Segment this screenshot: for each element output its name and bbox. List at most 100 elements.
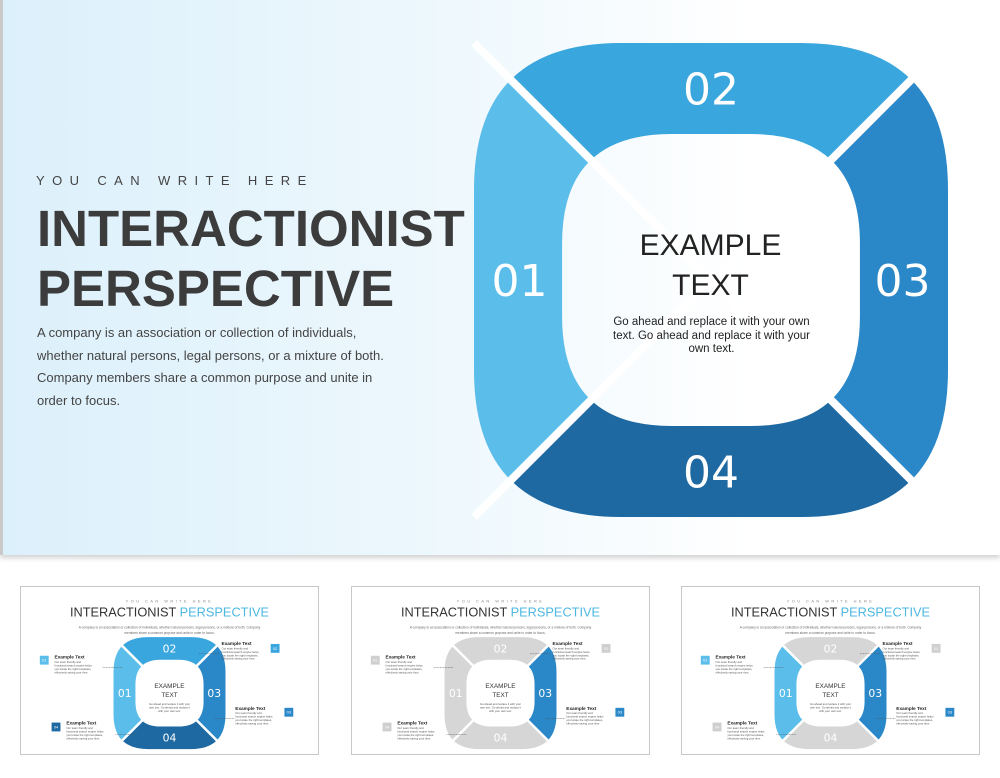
thumb-item-body: Our team friendly and	[896, 711, 923, 715]
thumb-item-body: you locate the right templates,	[727, 733, 764, 737]
thumb-item-body: functional search engine helps	[566, 715, 604, 719]
thumb-item-body: functional search engine helps	[235, 715, 273, 719]
diagram-center-title: EXAMPLE TEXT	[603, 226, 818, 306]
thumb-item-title: Example Text	[222, 641, 252, 646]
segment-divider	[773, 636, 888, 750]
segment-label-03: 03	[875, 256, 931, 307]
thumb-item-badge-label: 03	[948, 710, 952, 715]
segment-label-03: 03	[207, 687, 221, 700]
thumb-center-title-2: TEXT	[492, 692, 508, 699]
thumb-center-title-2: TEXT	[161, 692, 177, 699]
thumb-item-badge	[382, 722, 392, 732]
thumb-item-body: Our team friendly and	[386, 660, 413, 664]
thumb-item-body: effectively saving your time.	[222, 657, 256, 661]
thumb-item-title: Example Text	[716, 655, 746, 660]
thumb-center-title-1: EXAMPLE	[485, 683, 515, 690]
thumb-desc-line2: members share a common purpose and unite…	[124, 631, 214, 635]
thumb-center-body: Go ahead and replace it with your	[149, 702, 190, 706]
thumb-item-body: effectively saving your time.	[883, 657, 917, 661]
thumb-center-body: own text. Go ahead and replace it	[480, 705, 521, 709]
thumb-title-dark: INTERACTIONIST	[731, 604, 841, 619]
thumb-desc-line1: A company is an association or collectio…	[740, 625, 922, 629]
thumb-item-badge-label: 02	[604, 646, 608, 651]
thumb-item-body: Our team friendly and	[235, 711, 262, 715]
thumb-center-title-2: TEXT	[822, 692, 838, 699]
thumb-item-body: you locate the right templates,	[222, 653, 259, 657]
thumb-item-body: functional search engine helps	[883, 650, 921, 654]
thumb-item-body: effectively saving your time.	[235, 722, 269, 726]
thumb-item-body: functional search engine helps	[716, 664, 754, 668]
thumb-item-badge	[270, 643, 280, 653]
segment-label-01: 01	[492, 256, 548, 307]
thumb-center-title-1: EXAMPLE	[154, 683, 184, 690]
thumb-item-body: you locate the right templates,	[66, 733, 103, 737]
thumb-item-body: you locate the right templates,	[386, 667, 423, 671]
thumb-center-title-1: EXAMPLE	[815, 683, 845, 690]
thumb-item-body: you locate the right templates,	[883, 653, 920, 657]
thumb-center-body: with your own text.	[158, 709, 181, 713]
thumb-item-body: functional search engine helps	[896, 715, 934, 719]
thumb-desc-line2: members share a common purpose and unite…	[785, 631, 875, 635]
segment-label-02: 02	[163, 642, 177, 655]
thumb-item-badge-label: 02	[934, 646, 938, 651]
thumb-item-title: Example Text	[566, 706, 596, 711]
thumb-item-body: functional search engine helps	[397, 729, 435, 733]
thumb-item-badge-label: 01	[703, 658, 707, 663]
center-title-line2: TEXT	[672, 269, 749, 302]
thumb-item-badge-label: 02	[273, 646, 277, 651]
thumb-item-badge	[615, 707, 625, 717]
thumb-center-body: Go ahead and replace it with your	[810, 702, 851, 706]
thumb-item-badge	[284, 707, 294, 717]
segment-label-01: 01	[779, 687, 793, 700]
thumb-item-body: you locate the right templates,	[397, 733, 434, 737]
thumb-item-badge-label: 03	[618, 710, 622, 715]
thumb-item-body: functional search engine helps	[66, 729, 104, 733]
thumb-item-body: you locate the right templates,	[716, 667, 753, 671]
diagram-center-body: Go ahead and replace it with your own te…	[613, 316, 810, 355]
thumb-item-body: Our team friendly and	[222, 646, 249, 650]
thumb-center-body: own text. Go ahead and replace it	[810, 705, 851, 709]
thumb-item-body: Our team friendly and	[55, 660, 82, 664]
thumb-item-title: Example Text	[896, 706, 926, 711]
segment-label-04: 04	[824, 732, 838, 745]
thumb-item-body: you locate the right templates,	[55, 667, 92, 671]
thumb-item-title: Example Text	[55, 655, 85, 660]
thumb-item-badge	[700, 655, 710, 665]
thumb-item-body: effectively saving your time.	[716, 670, 750, 674]
segment-label-02: 02	[683, 64, 739, 115]
thumb-item-badge-label: 03	[287, 710, 291, 715]
segment-label-02: 02	[824, 642, 838, 655]
thumb-title: INTERACTIONIST PERSPECTIVE	[70, 604, 269, 619]
thumb-item-body: effectively saving your time.	[566, 722, 600, 726]
thumb-item-badge-label: 04	[385, 724, 390, 729]
thumb-item-body: you locate the right templates,	[553, 653, 590, 657]
segment-label-04: 04	[683, 447, 739, 498]
thumb-item-body: you locate the right templates,	[235, 718, 272, 722]
thumb-item-body: effectively saving your time.	[55, 670, 89, 674]
segment-label-04: 04	[494, 732, 508, 745]
thumb-item-title: Example Text	[397, 721, 427, 726]
slide-description: A company is an association or collectio…	[37, 325, 384, 408]
thumb-title-accent: PERSPECTIVE	[180, 604, 269, 619]
thumb-item-badge	[931, 643, 941, 653]
segment-label-02: 02	[494, 642, 508, 655]
thumb-title: INTERACTIONIST PERSPECTIVE	[731, 604, 930, 619]
thumb-item-badge-label: 01	[42, 658, 46, 663]
thumb-title: INTERACTIONIST PERSPECTIVE	[401, 604, 600, 619]
thumb-item-badge	[945, 707, 955, 717]
thumb-title-accent: PERSPECTIVE	[841, 604, 930, 619]
thumb-item-badge	[51, 722, 61, 732]
thumb-title-accent: PERSPECTIVE	[511, 604, 600, 619]
thumb-item-body: Our team friendly and	[66, 726, 93, 730]
thumb-item-body: functional search engine helps	[553, 650, 591, 654]
segment-label-01: 01	[449, 687, 463, 700]
thumb-item-body: Our team friendly and	[397, 726, 424, 730]
thumb-title-dark: INTERACTIONIST	[401, 604, 511, 619]
segment-divider	[443, 636, 558, 750]
thumb-item-badge-label: 04	[54, 724, 59, 729]
thumb-kicker: YOU CAN WRITE HERE	[457, 599, 545, 604]
